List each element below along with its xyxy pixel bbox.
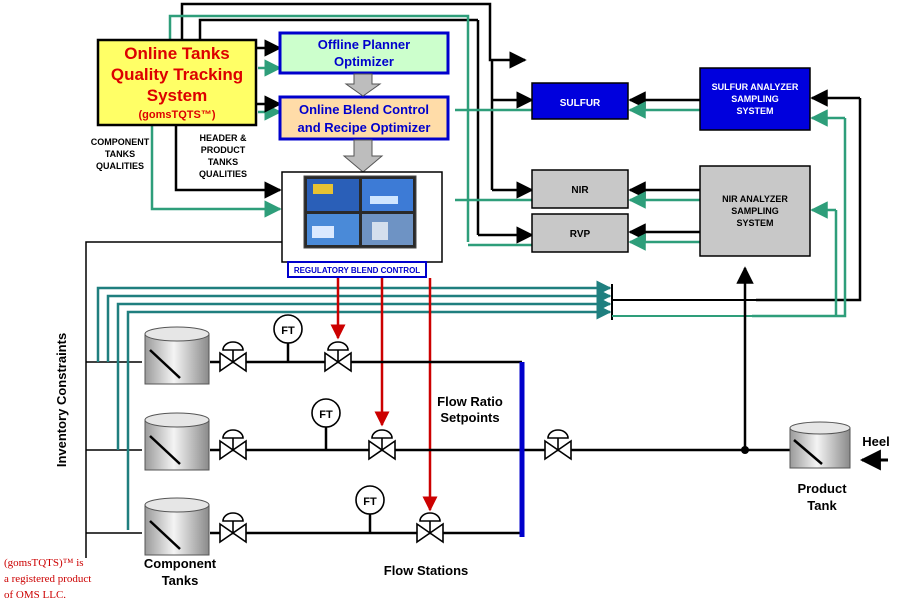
valve-icon: [219, 341, 247, 373]
header-qualities-4: QUALITIES: [199, 169, 247, 179]
valves: [219, 341, 572, 544]
flow-transmitter-1: FT: [273, 314, 303, 344]
nir-analyzer-box: NIR ANALYZER SAMPLING SYSTEM: [699, 165, 811, 257]
component-tank-1: [144, 326, 210, 385]
process-pipes: [210, 340, 790, 535]
sulfur-label: SULFUR: [560, 98, 601, 109]
flow-ratio-label-2: Setpoints: [440, 410, 499, 425]
nir-analyzer-line-2: SAMPLING: [731, 206, 779, 216]
blend-line-2: and Recipe Optimizer: [298, 120, 431, 135]
analyzer-links-green: [628, 101, 700, 251]
valve-icon: [219, 512, 247, 544]
rvp-box: RVP: [531, 213, 629, 253]
product-tank-label-2: Tank: [807, 498, 837, 513]
flow-transmitter-2: FT: [311, 398, 341, 428]
component-qualities-2: TANKS: [105, 149, 135, 159]
sulfur-analyzer-line-1: SULFUR ANALYZER: [712, 82, 799, 92]
flow-stations-label: Flow Stations: [384, 563, 469, 578]
ft-label-2: FT: [319, 409, 333, 421]
trademark-line-2: a registered product: [4, 573, 91, 585]
component-qualities-1: COMPONENT: [91, 137, 150, 147]
control-valve-icon: [324, 341, 352, 373]
regulatory-label: REGULATORY BLEND CONTROL: [294, 266, 420, 275]
inventory-constraints-label: Inventory Constraints: [54, 333, 69, 467]
tracking-system-box: Online Tanks Quality Tracking System (go…: [96, 38, 258, 127]
control-screens: REGULATORY BLEND CONTROL: [281, 171, 443, 278]
blend-control-box: Online Blend Control and Recipe Optimize…: [278, 95, 450, 141]
nir-label: NIR: [571, 185, 589, 196]
trademark-line-3: of OMS LLC.: [4, 589, 66, 601]
sulfur-analyzer-line-2: SAMPLING: [731, 94, 779, 104]
product-tank-label-1: Product: [797, 481, 847, 496]
blend-line-1: Online Blend Control: [299, 102, 429, 117]
sulfur-box: SULFUR: [531, 82, 629, 120]
tracking-outputs: [174, 39, 282, 199]
analyzer-links: [628, 91, 700, 241]
setpoint-lines: [330, 278, 438, 512]
valve-icon: [219, 429, 247, 461]
block-arrows: [342, 73, 384, 173]
offline-planner-box: Offline Planner Optimizer: [278, 31, 450, 75]
teal-feedback-lines: [96, 280, 612, 530]
top-green-lines: [150, 14, 847, 318]
planner-line-2: Optimizer: [334, 54, 394, 69]
product-tank: [789, 421, 851, 469]
component-tank-2: [144, 412, 210, 471]
header-qualities-2: PRODUCT: [201, 145, 246, 155]
valve-icon: [544, 429, 572, 461]
component-tanks-label-1: Component: [144, 556, 217, 571]
control-valve-icon: [368, 429, 396, 461]
inventory-lines: [85, 241, 282, 558]
ft-label-3: FT: [363, 496, 377, 508]
tracking-title-1: Online Tanks: [124, 44, 230, 63]
header-qualities-3: TANKS: [208, 157, 238, 167]
flow-ratio-label-1: Flow Ratio: [437, 394, 503, 409]
trademark-line-1: (gomsTQTS)™ is: [4, 557, 84, 569]
sulfur-analyzer-line-3: SYSTEM: [736, 106, 773, 116]
nir-box: NIR: [531, 169, 629, 209]
sulfur-analyzer-box: SULFUR ANALYZER SAMPLING SYSTEM: [699, 67, 811, 131]
planner-line-1: Offline Planner: [318, 37, 410, 52]
component-tank-3: [144, 497, 210, 556]
top-loop-lines: [180, 2, 862, 302]
ft-label-1: FT: [281, 325, 295, 337]
rvp-label: RVP: [570, 229, 591, 240]
component-tanks-label-2: Tanks: [162, 573, 199, 588]
flow-transmitter-3: FT: [355, 485, 385, 515]
tracking-title-2: Quality Tracking: [111, 65, 243, 84]
nir-analyzer-line-1: NIR ANALYZER: [722, 194, 788, 204]
heel-label: Heel: [862, 434, 889, 449]
control-valve-icon: [416, 512, 444, 544]
qualities-labels: COMPONENT TANKS QUALITIES HEADER & PRODU…: [91, 133, 247, 179]
tracking-title-4: (gomsTQTS™): [139, 109, 216, 121]
header-qualities-1: HEADER &: [199, 133, 247, 143]
tracking-title-3: System: [147, 86, 207, 105]
nir-analyzer-line-3: SYSTEM: [736, 218, 773, 228]
component-qualities-3: QUALITIES: [96, 161, 144, 171]
